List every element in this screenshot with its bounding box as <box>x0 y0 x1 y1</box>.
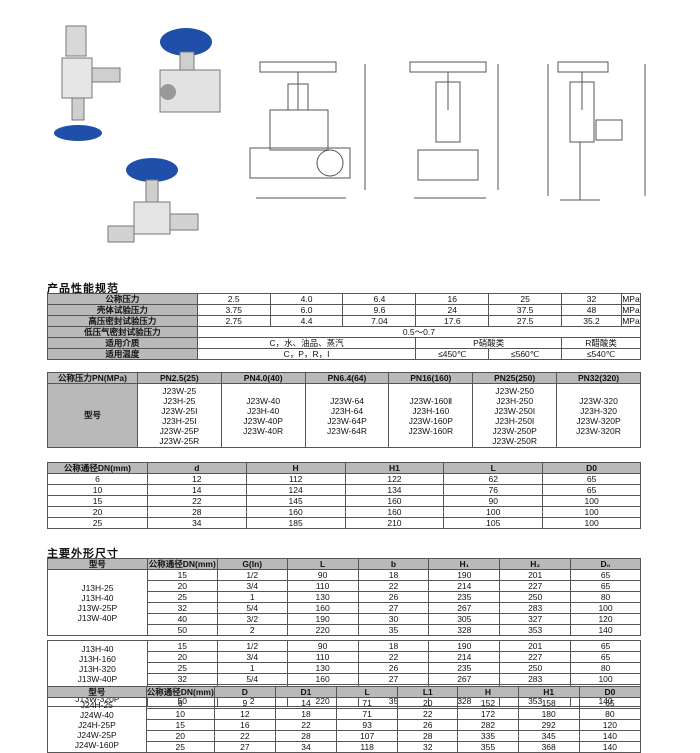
valve-photo-1 <box>54 25 121 141</box>
table-row: 公称压力 2.5 4.0 6.4 16 25 32 MPa <box>47 293 642 305</box>
table-gap <box>47 635 641 641</box>
table-row: 高压密封试验压力 2.75 4.4 7.04 17.6 27.5 35.2 MP… <box>47 315 642 327</box>
dims-table-1: 型号 公称通径DN(mm) G(In) L b H₁ H₂ D₀ J13H-25… <box>47 558 641 707</box>
spec-title: 产品性能规范 <box>47 283 119 295</box>
table-row: J24H-25 J24W-40 J24H-25P J24W-25P J24W-1… <box>47 697 642 753</box>
drawing-front-view <box>409 61 499 199</box>
drawing-straight-valve <box>249 61 366 199</box>
drawing-angle-valve <box>547 61 646 201</box>
table-header-row: 公称压力PN(MPa) PN2.5(25) PN4.0(40) PN6.4(64… <box>47 372 641 384</box>
table-header-row: 型号 公称通径DN(mm) D D1 L L1 H H1 D0 <box>47 686 642 698</box>
product-illustrations <box>54 25 646 243</box>
valve-photo-3 <box>107 158 199 243</box>
valve-photo-2 <box>159 28 221 113</box>
models-table: 公称压力PN(MPa) PN2.5(25) PN4.0(40) PN6.4(64… <box>47 372 641 448</box>
table-row: 低压气密封试验压力 0.5～0.7 <box>47 326 642 338</box>
table-row: 适用介质 C，水、油品、蒸汽 P硝酸类 R醋酸类 <box>47 337 641 349</box>
dims-table-2: 型号 公称通径DN(mm) D D1 L L1 H H1 D0 J24H-25 … <box>47 686 642 753</box>
table-header-row: 型号 公称通径DN(mm) G(In) L b H₁ H₂ D₀ <box>47 558 641 570</box>
table-header-row: 公称通径DN(mm) d H H1 L D0 <box>47 462 641 474</box>
pressure-table: 公称压力 2.5 4.0 6.4 16 25 32 MPa 壳体试验压力 3.7… <box>47 293 642 360</box>
table-row: 型号 J23W-25 J23H-25 J23W-25I J23H-25I J23… <box>47 383 641 448</box>
table-row: J13H-40 J13H-160 J13H-320 J13W-40P J13W-… <box>47 640 641 707</box>
table-row: 适用温度 C，P，R，I ≤450℃ ≤560℃ ≤540℃ <box>47 348 641 360</box>
table-row: 壳体试验压力 3.75 6.0 9.6 24 37.5 48 MPa <box>47 304 642 316</box>
dims-title: 主要外形尺寸 <box>47 548 119 560</box>
